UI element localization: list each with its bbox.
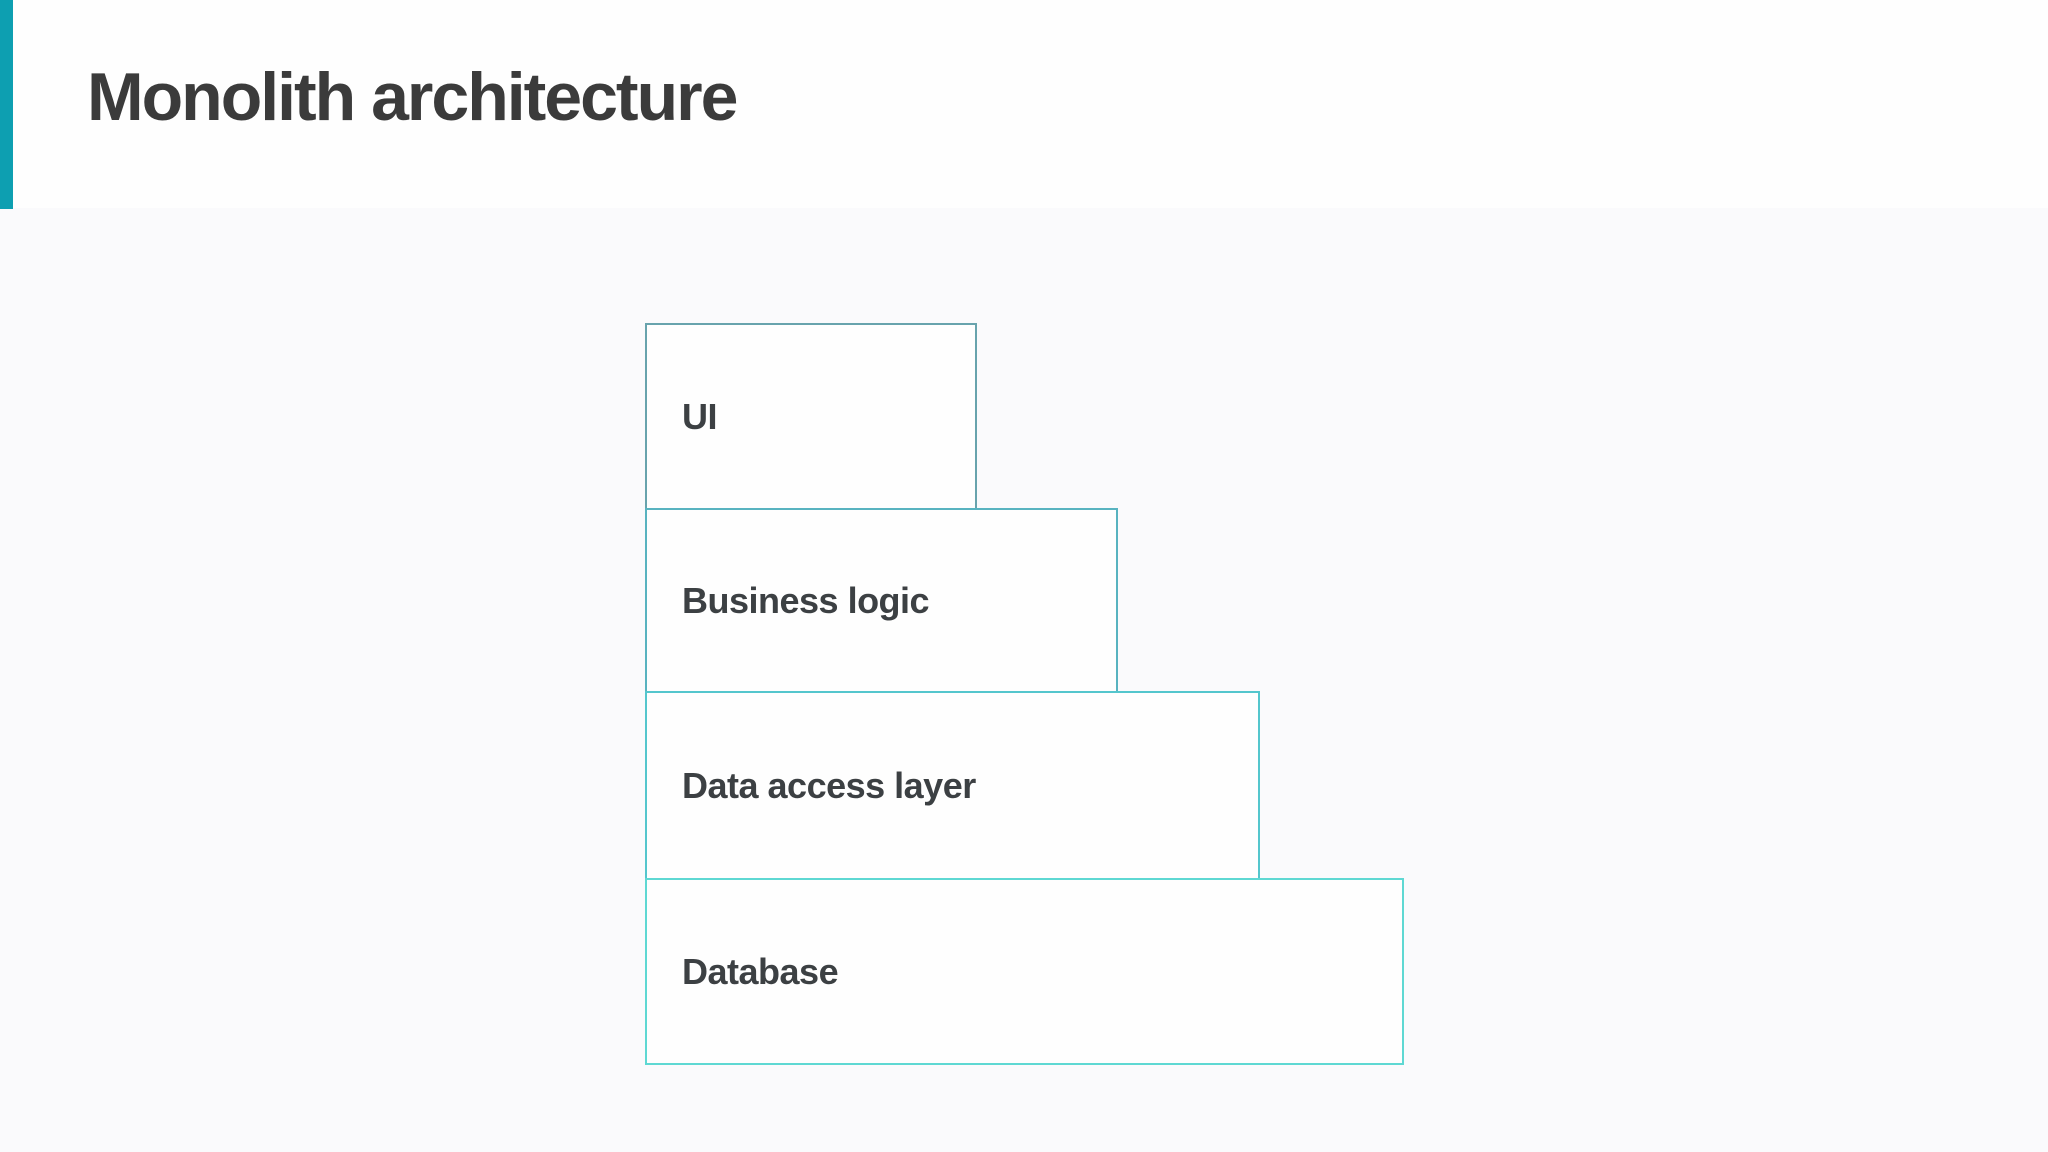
layer-box-ui: UI	[645, 323, 977, 510]
slide-header	[0, 0, 2048, 208]
layer-box-database: Database	[645, 878, 1404, 1065]
layer-label: Business logic	[682, 579, 930, 621]
layer-box-business-logic: Business logic	[645, 508, 1118, 693]
layer-label: UI	[682, 395, 718, 437]
architecture-diagram: UI Business logic Data access layer Data…	[645, 323, 1405, 1065]
layer-label: Database	[682, 950, 839, 992]
layer-box-data-access-layer: Data access layer	[645, 691, 1260, 880]
layer-label: Data access layer	[682, 764, 976, 806]
accent-bar	[0, 0, 13, 209]
page-title: Monolith architecture	[87, 59, 738, 135]
